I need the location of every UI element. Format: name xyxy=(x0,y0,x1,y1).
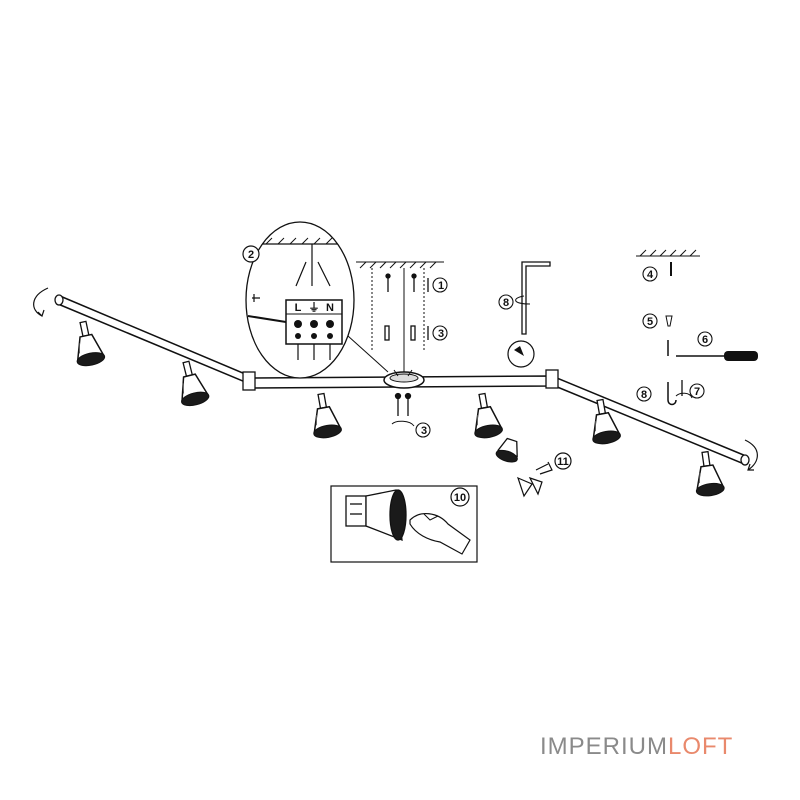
step-1-label: 1 xyxy=(438,280,444,292)
step-4-label: 4 xyxy=(647,269,654,281)
step-2-label: 2 xyxy=(248,249,254,261)
screws-bottom xyxy=(394,392,412,416)
bar-end-right xyxy=(740,454,750,466)
step-11-label: 11 xyxy=(557,456,569,468)
rotate-arrow-right xyxy=(744,439,758,471)
spotlight-3 xyxy=(306,390,344,441)
wall-plug xyxy=(665,315,673,327)
ceiling-hatch-right xyxy=(636,249,700,257)
watermark-logo: IMPERIUMLOFT xyxy=(540,733,733,761)
step-11-badge xyxy=(554,452,572,470)
bar-end-left xyxy=(54,294,64,306)
terminal-l: L xyxy=(295,302,302,314)
spotlight-detached xyxy=(495,437,518,463)
screwdriver xyxy=(676,351,758,361)
hook-step8 xyxy=(667,382,677,406)
dowels-step3 xyxy=(384,325,429,341)
wiring-detail: L ⏚ N xyxy=(245,221,389,379)
joint-left xyxy=(242,371,256,391)
ceiling-canopy xyxy=(383,369,425,389)
step-6-label: 6 xyxy=(702,334,708,346)
allen-key xyxy=(521,261,551,335)
step-3-label-bottom: 3 xyxy=(421,425,427,437)
rotate-arrow-step11 xyxy=(535,461,553,475)
step-5-label: 5 xyxy=(647,316,653,328)
watermark-part1: IMPERIUM xyxy=(540,733,668,760)
hinge-detail xyxy=(517,476,543,498)
joint-right xyxy=(545,369,559,389)
terminal-earth: ⏚ xyxy=(309,301,320,314)
step-7-label: 7 xyxy=(694,386,700,398)
gu10-bulb xyxy=(345,489,407,541)
terminal-n: N xyxy=(326,302,334,314)
bar-right xyxy=(549,374,747,466)
spotlight-1 xyxy=(68,318,107,369)
step-8-label: 8 xyxy=(641,389,647,401)
step-3-label-top: 3 xyxy=(438,328,444,340)
spotlight-4 xyxy=(467,390,505,441)
hand xyxy=(409,513,471,555)
step-9-label: 8 xyxy=(503,297,509,309)
spotlight-6 xyxy=(690,449,726,499)
ceiling-hatch-center xyxy=(356,261,444,269)
spotlight-2 xyxy=(171,357,211,409)
rotate-arrow-left xyxy=(33,287,49,317)
screws-step1 xyxy=(385,273,429,292)
watermark-part2: LOFT xyxy=(668,733,734,760)
step-10-label: 10 xyxy=(454,492,466,504)
